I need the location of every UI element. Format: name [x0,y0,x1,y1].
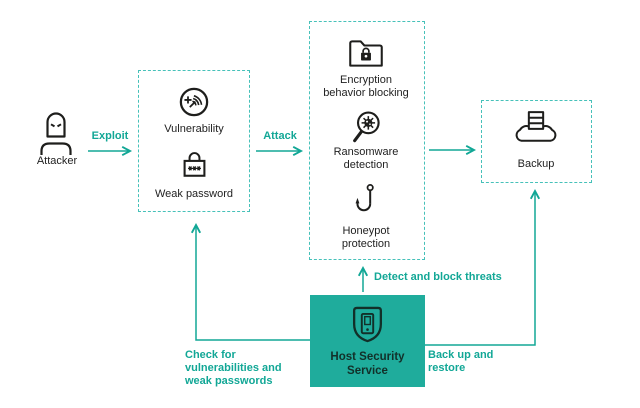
attacker-label: Attacker [36,155,78,167]
weak-password-label: Weak password [154,188,234,200]
check-path-arrow [190,222,310,341]
attack-label: Attack [263,130,297,142]
vulnerability-label: Vulnerability [164,123,224,135]
honeypot-protection-label: Honeypot protection [341,225,391,250]
ransomware-detection-magnifier-icon [353,111,380,143]
weak-password-lock-icon [183,152,206,177]
detect-label: Detect and block threats [374,271,502,283]
check-label: Check for vulnerabilities and weak passw… [185,349,282,387]
encryption-blocking-label: Encryption behavior blocking [323,74,409,99]
ransomware-detection-label: Ransomware detection [333,146,399,171]
hss-label: Host Security Service [330,351,405,377]
restore-label: Back up and restore [428,349,494,374]
restore-path-arrow [425,188,541,346]
backup-label: Backup [517,158,555,170]
hss-shield-server-icon [352,306,383,343]
backup-cloud-icon [515,111,557,142]
vulnerability-icon [179,87,209,117]
weakness-box [138,70,250,212]
attacker-icon [40,112,72,155]
exploit-label: Exploit [91,130,129,142]
honeypot-hook-icon [355,184,374,212]
protection-box [309,21,425,260]
encryption-blocking-folder-lock-icon [349,40,383,67]
